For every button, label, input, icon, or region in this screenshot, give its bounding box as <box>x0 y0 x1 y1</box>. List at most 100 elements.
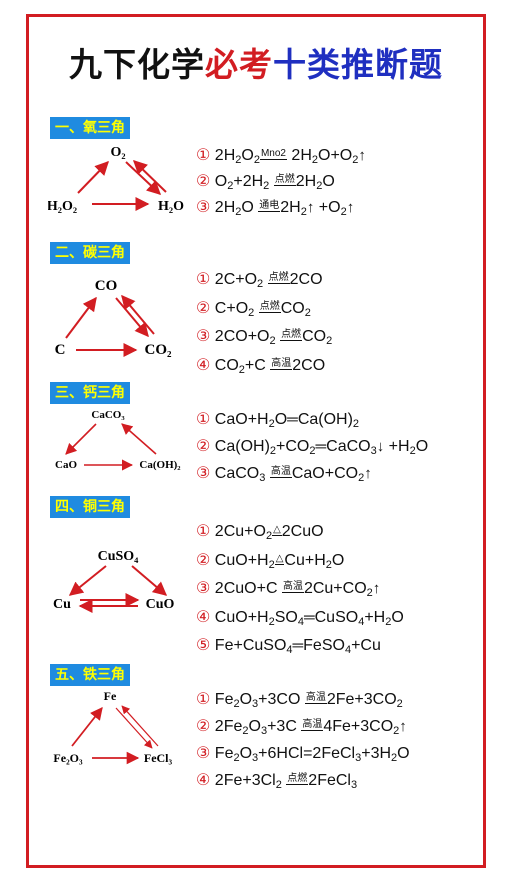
reaction-condition: 点燃 <box>280 329 303 341</box>
formula-text: O <box>391 608 404 626</box>
subscript: 2 <box>311 154 318 166</box>
calcium-triangle-diagram: CaCO₃ CaO Ca(OH)₂ <box>55 409 181 471</box>
formula-text: O <box>397 745 410 762</box>
subscript: 3 <box>260 725 268 737</box>
formula-text: +C <box>244 356 271 374</box>
subscript: 2 <box>396 698 403 710</box>
oxygen-triangle-diagram: O₂ H₂O₂ H₂O <box>48 145 184 214</box>
reaction-condition: Mno2 <box>259 148 287 160</box>
subscript: 2 <box>309 445 316 457</box>
subscript: 3 <box>252 752 259 764</box>
formula-text: 2H <box>280 199 301 216</box>
equation-number: ② <box>196 299 211 317</box>
arrow-top-to-left <box>65 423 97 455</box>
subscript: 2 <box>409 445 416 457</box>
equation-row: ② O2+2H2 点燃2H2O <box>196 172 366 198</box>
formula-text: 2CuO <box>281 523 324 540</box>
arrow-left-to-top <box>65 296 97 339</box>
title-part-1: 九下化学 <box>69 45 205 84</box>
equation-number: ② <box>196 551 211 569</box>
equals-sign: ═ <box>287 411 298 428</box>
subscript: 3 <box>252 698 259 710</box>
reaction-condition: 高温 <box>281 581 304 593</box>
subscript: 2 <box>238 363 245 376</box>
subscript: 2 <box>275 779 282 791</box>
subscript: 2 <box>352 418 360 430</box>
formula-text: CaO+CO <box>291 465 359 482</box>
subscript: 2 <box>268 558 275 571</box>
formula-text: +CO <box>276 438 310 455</box>
equation-row: ③ 2CO+O2 点燃CO2 <box>196 327 332 356</box>
equation-number: ④ <box>196 772 211 789</box>
arrow-left-to-top <box>71 707 103 747</box>
state-arrow: ↑ <box>346 199 355 216</box>
formula-text: Cu+H <box>284 551 326 569</box>
equation-row: ④ CuO+H2SO4═CuSO4+H2O <box>196 608 404 637</box>
node-top: CO <box>95 278 118 294</box>
arrow-top-to-right <box>131 565 168 596</box>
subscript: 2 <box>235 206 242 218</box>
iron-triangle-diagram: Fe Fe₂O₃ FeCl₃ <box>53 689 172 765</box>
section-heading-copper: 四、铜三角 <box>50 496 130 518</box>
formula-text: +3H <box>361 745 392 762</box>
formula-text: CuSO <box>314 608 359 626</box>
subscript: 2 <box>263 180 270 192</box>
equation-row: ① 2Cu+O2△2CuO <box>196 522 404 551</box>
node-right: CO₂ <box>145 342 173 358</box>
equation-row: ③ CaCO3 高温CaO+CO2↑ <box>196 464 428 491</box>
equation-number: ① <box>196 411 211 428</box>
subscript: 2 <box>257 278 264 290</box>
subscript: 4 <box>344 644 352 656</box>
formula-text: +6HCl=2FeCl <box>258 745 356 762</box>
subscript: 4 <box>358 615 365 628</box>
subscript: 2 <box>316 180 323 192</box>
subscript: 2 <box>233 698 240 710</box>
formula-text: O <box>415 438 429 455</box>
node-left: C <box>55 342 66 358</box>
formula-text: O <box>322 173 335 190</box>
formula-text: CO <box>302 328 327 345</box>
reaction-condition: 点燃 <box>273 174 296 186</box>
formula-text: 2H <box>214 147 236 164</box>
state-arrow: ↑ <box>358 147 366 164</box>
formula-text: 2H <box>214 199 236 216</box>
formula-text: O <box>274 411 288 428</box>
formula-text: O <box>331 551 345 569</box>
formula-text: 2FeCl <box>308 772 351 789</box>
equals-sign: ═ <box>292 637 304 654</box>
state-arrow: ↓ <box>376 438 385 455</box>
formula-text: CaCO <box>326 438 371 455</box>
equation-number: ① <box>196 271 211 288</box>
subscript: 4 <box>297 615 304 628</box>
formula-text: Fe <box>214 691 234 708</box>
reaction-condition: 点燃 <box>286 773 309 785</box>
formula-text: 2Fe+3CO <box>326 691 397 708</box>
formula-text: +2H <box>233 173 264 190</box>
section-heading-carbon: 二、碳三角 <box>50 242 130 264</box>
subscript: 2 <box>326 335 333 347</box>
formula-text: SO <box>274 608 298 626</box>
state-arrow: ↑ <box>372 580 381 597</box>
subscript: 2 <box>268 418 275 430</box>
formula-text: 2H <box>295 173 317 190</box>
equation-number: ③ <box>196 199 211 216</box>
equation-row: ① 2C+O2 点燃2CO <box>196 270 332 299</box>
node-top: CuSO₄ <box>98 549 140 564</box>
title-part-2: 必考 <box>205 45 273 84</box>
formula-text: CaCO <box>214 465 260 482</box>
section-heading-calcium: 三、钙三角 <box>50 382 130 404</box>
node-top: O₂ <box>110 145 125 160</box>
arrow-top-to-left <box>68 565 107 596</box>
equation-number: ③ <box>196 328 211 345</box>
formula-text: 2CO+O <box>214 328 270 345</box>
equation-row: ⑤ Fe+CuSO4═FeSO4+Cu <box>196 636 404 665</box>
formula-text: O <box>239 745 253 762</box>
copper-triangle-diagram: CuSO₄ Cu CuO <box>53 549 174 613</box>
equation-row: ③ 2H2O 通电2H2↑ +O2↑ <box>196 198 366 224</box>
carbon-triangle-diagram: CO C CO₂ <box>55 278 173 358</box>
subscript: 2 <box>358 472 365 484</box>
equals-sign: ═ <box>303 608 315 626</box>
formula-text: CuO+H <box>214 608 269 626</box>
equals-sign: ═ <box>315 438 327 455</box>
